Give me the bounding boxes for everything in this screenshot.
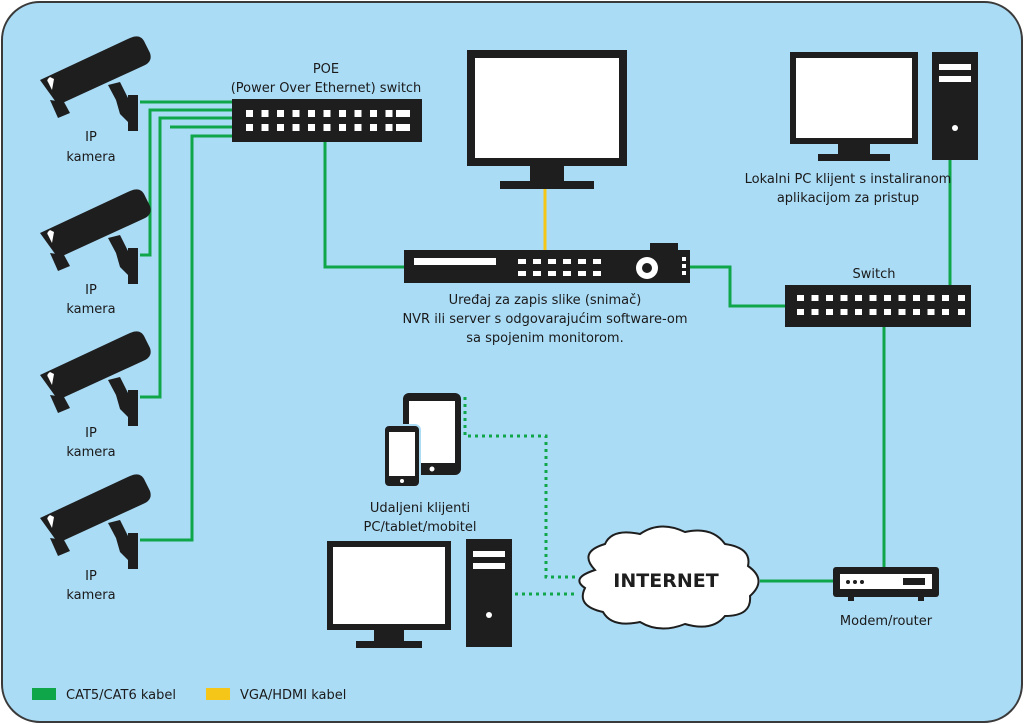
port-led — [797, 309, 804, 315]
camera-label: kamera — [66, 588, 115, 603]
cat-cables — [140, 100, 952, 596]
poe-switch-icon — [232, 99, 422, 142]
port-led — [855, 309, 862, 315]
poe-switch-label: POE — [313, 62, 339, 77]
port-led — [884, 295, 891, 301]
port-led — [339, 124, 346, 131]
port-led — [308, 110, 315, 117]
port-led — [811, 309, 819, 315]
port-led — [370, 110, 377, 117]
port-led — [898, 309, 906, 315]
port-led — [308, 124, 315, 131]
port-led — [292, 124, 300, 131]
nvr-label: NVR ili server s odgovarajućim software-… — [402, 312, 687, 327]
port-led — [518, 271, 526, 276]
port-led — [563, 259, 571, 264]
legend-label-vga: VGA/HDMI kabel — [240, 688, 346, 703]
port-led — [396, 124, 410, 131]
port-led — [533, 259, 541, 264]
legend: CAT5/CAT6 kabel VGA/HDMI kabel — [32, 688, 346, 703]
port-led — [563, 271, 571, 276]
port-led — [913, 295, 920, 301]
port-led — [958, 295, 965, 301]
port-led — [370, 124, 377, 131]
port-led — [942, 295, 949, 301]
legend-label-cat: CAT5/CAT6 kabel — [66, 688, 176, 703]
port-led — [826, 295, 833, 301]
camera-label: kamera — [66, 150, 115, 165]
port-led — [840, 295, 848, 301]
port-led — [548, 271, 556, 276]
legend-swatch-cat — [32, 688, 56, 700]
port-led — [840, 309, 848, 315]
port-led — [797, 295, 804, 301]
remote-pc-tower-icon — [466, 539, 512, 647]
local-pc-label: Lokalni PC klijent s instaliranom — [745, 172, 952, 187]
port-led — [884, 309, 891, 315]
poe-switch-label: (Power Over Ethernet) switch — [231, 81, 422, 96]
port-led — [869, 309, 877, 315]
port-led — [869, 295, 877, 301]
camera-label: kamera — [66, 445, 115, 460]
port-led — [593, 259, 601, 264]
port-led — [811, 295, 819, 301]
port-led — [855, 295, 862, 301]
camera-label: IP — [85, 569, 97, 584]
port-led — [898, 295, 906, 301]
port-led — [548, 259, 556, 264]
port-led — [913, 309, 920, 315]
port-led — [396, 110, 410, 117]
lan-switch-label: Switch — [853, 267, 896, 282]
port-led — [927, 295, 935, 301]
port-led — [323, 110, 331, 117]
remote-pc-monitor-icon — [327, 541, 451, 648]
nvr-label: Uređaj za zapis slike (snimač) — [449, 293, 642, 308]
port-led — [246, 110, 253, 117]
remote-clients-label: Udaljeni klijenti — [370, 501, 470, 516]
port-led — [385, 124, 393, 131]
nvr-label: sa spojenim monitorom. — [466, 331, 623, 346]
internet-label: INTERNET — [613, 570, 718, 592]
local-pc-label: aplikacijom za pristup — [777, 191, 919, 206]
port-led — [323, 124, 331, 131]
camera-label: IP — [85, 426, 97, 441]
camera-label: IP — [85, 283, 97, 298]
lan-switch-icon — [785, 285, 971, 327]
port-led — [518, 259, 526, 264]
port-led — [292, 110, 300, 117]
port-led — [958, 309, 965, 315]
port-led — [246, 124, 253, 131]
port-led — [385, 110, 393, 117]
router-icon — [833, 567, 939, 601]
port-led — [354, 110, 362, 117]
port-led — [927, 309, 935, 315]
port-led — [277, 110, 284, 117]
port-led — [339, 110, 346, 117]
monitor-icon — [467, 50, 627, 189]
port-led — [261, 124, 269, 131]
port-led — [593, 271, 601, 276]
camera-label: kamera — [66, 302, 115, 317]
port-led — [826, 309, 833, 315]
port-led — [261, 110, 269, 117]
camera-label: IP — [85, 130, 97, 145]
local-pc-tower-icon — [932, 52, 978, 160]
port-led — [354, 124, 362, 131]
phone-icon — [383, 424, 421, 488]
internet-cloud-icon — [578, 525, 760, 630]
port-led — [942, 309, 949, 315]
port-led — [277, 124, 284, 131]
legend-swatch-vga — [206, 688, 230, 700]
nvr-recorder-icon — [404, 243, 690, 283]
port-led — [533, 271, 541, 276]
port-led — [578, 271, 586, 276]
remote-clients-label: PC/tablet/mobitel — [364, 520, 477, 535]
router-label: Modem/router — [840, 614, 933, 629]
local-pc-monitor-icon — [790, 52, 918, 161]
port-led — [578, 259, 586, 264]
